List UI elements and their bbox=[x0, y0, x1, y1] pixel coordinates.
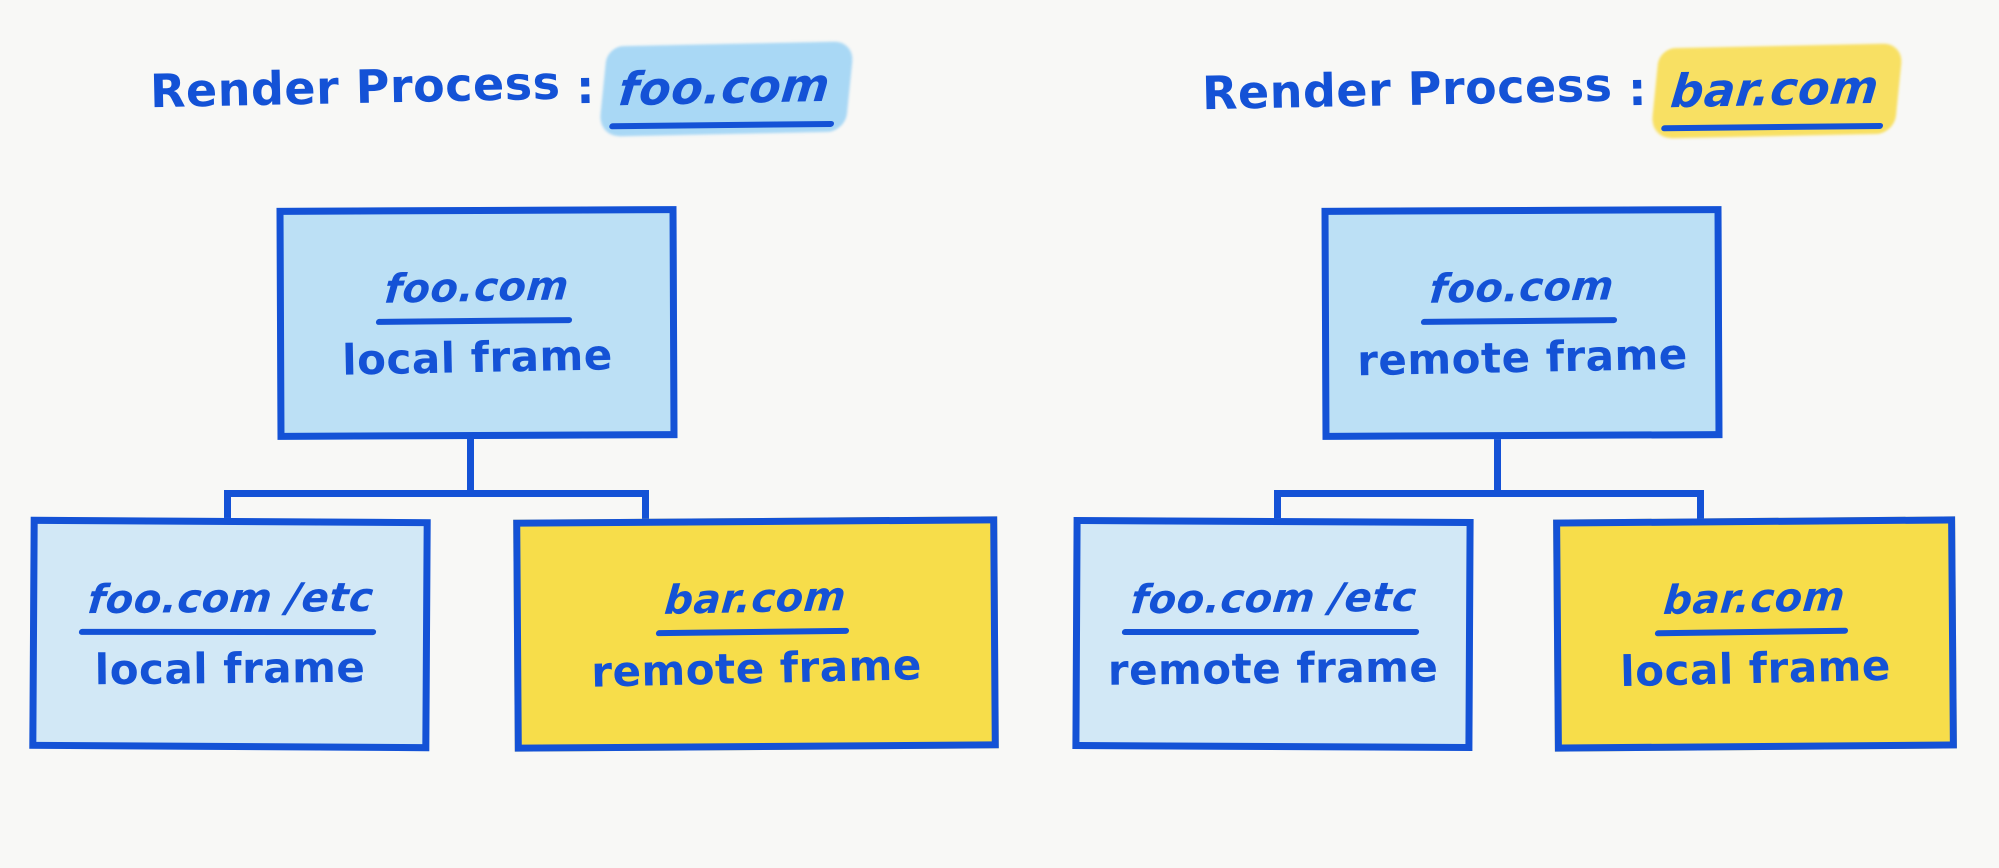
frame-node-right-root-domain: foo.com bbox=[1427, 262, 1616, 313]
underline-stroke bbox=[78, 628, 376, 635]
frame-node-left-child-bar[interactable]: bar.com remote frame bbox=[513, 516, 999, 752]
connector-horizontal-bar-left bbox=[224, 490, 649, 497]
frame-node-left-child-foo-etc-kind: local frame bbox=[94, 642, 366, 694]
connector-drop-right-child-left bbox=[642, 490, 649, 524]
frame-node-right-child-foo-etc-domain: foo.com /etc bbox=[1128, 574, 1419, 623]
frame-node-right-child-bar[interactable]: bar.com local frame bbox=[1553, 516, 1957, 752]
panel-right-title-domain-wrap: bar.com bbox=[1650, 43, 1904, 139]
frame-node-right-child-foo-etc-kind: remote frame bbox=[1107, 641, 1439, 695]
frame-node-left-child-bar-domain: bar.com bbox=[663, 573, 849, 624]
frame-node-left-child-bar-kind: remote frame bbox=[590, 639, 923, 697]
panel-right-title-domain: bar.com bbox=[1668, 59, 1882, 119]
frame-node-left-child-foo-etc[interactable]: foo.com /etc local frame bbox=[29, 516, 431, 752]
frame-node-right-root-kind: remote frame bbox=[1356, 329, 1688, 385]
frame-node-right-root-domain-wrap: foo.com bbox=[1420, 262, 1622, 325]
connector-horizontal-bar-right bbox=[1274, 490, 1704, 497]
frame-node-left-child-foo-etc-domain: foo.com /etc bbox=[85, 574, 376, 623]
panel-left-title-label: Render Process bbox=[149, 55, 561, 119]
frame-node-left-child-foo-etc-domain-wrap: foo.com /etc bbox=[78, 574, 381, 635]
connector-drop-left-child-left bbox=[224, 490, 231, 524]
panel-left-title: Render Process : foo.com bbox=[149, 41, 855, 137]
frame-node-right-child-bar-domain: bar.com bbox=[1662, 573, 1848, 624]
underline-stroke bbox=[656, 627, 850, 636]
frame-node-left-root[interactable]: foo.com local frame bbox=[276, 206, 678, 440]
frame-node-left-root-domain-wrap: foo.com bbox=[375, 262, 577, 325]
frame-node-right-root[interactable]: foo.com remote frame bbox=[1321, 206, 1723, 440]
panel-right-title: Render Process : bar.com bbox=[1201, 43, 1904, 139]
frame-node-left-child-bar-domain-wrap: bar.com bbox=[656, 573, 854, 636]
panel-left-title-domain-wrap: foo.com bbox=[598, 41, 855, 137]
panel-left-title-separator: : bbox=[575, 59, 596, 115]
connector-root-stem-right bbox=[1494, 437, 1501, 495]
connector-drop-right-child-right bbox=[1697, 490, 1704, 524]
frame-node-right-child-foo-etc-domain-wrap: foo.com /etc bbox=[1121, 574, 1424, 635]
panel-right-title-label: Render Process bbox=[1201, 57, 1613, 121]
panel-left-title-domain: foo.com bbox=[616, 57, 834, 117]
underline-stroke bbox=[1420, 316, 1618, 325]
underline-stroke bbox=[1121, 628, 1419, 635]
frame-node-right-child-bar-domain-wrap: bar.com bbox=[1655, 573, 1853, 636]
connector-drop-left-child-right bbox=[1274, 490, 1281, 524]
underline-stroke bbox=[1655, 627, 1849, 636]
underline-stroke bbox=[375, 316, 573, 325]
frame-node-left-root-domain: foo.com bbox=[382, 262, 571, 313]
connector-root-stem-left bbox=[467, 437, 474, 495]
panel-right-title-separator: : bbox=[1627, 61, 1648, 117]
frame-node-right-child-foo-etc[interactable]: foo.com /etc remote frame bbox=[1072, 516, 1474, 752]
frame-node-left-root-kind: local frame bbox=[341, 329, 613, 385]
frame-node-right-child-bar-kind: local frame bbox=[1619, 640, 1892, 696]
